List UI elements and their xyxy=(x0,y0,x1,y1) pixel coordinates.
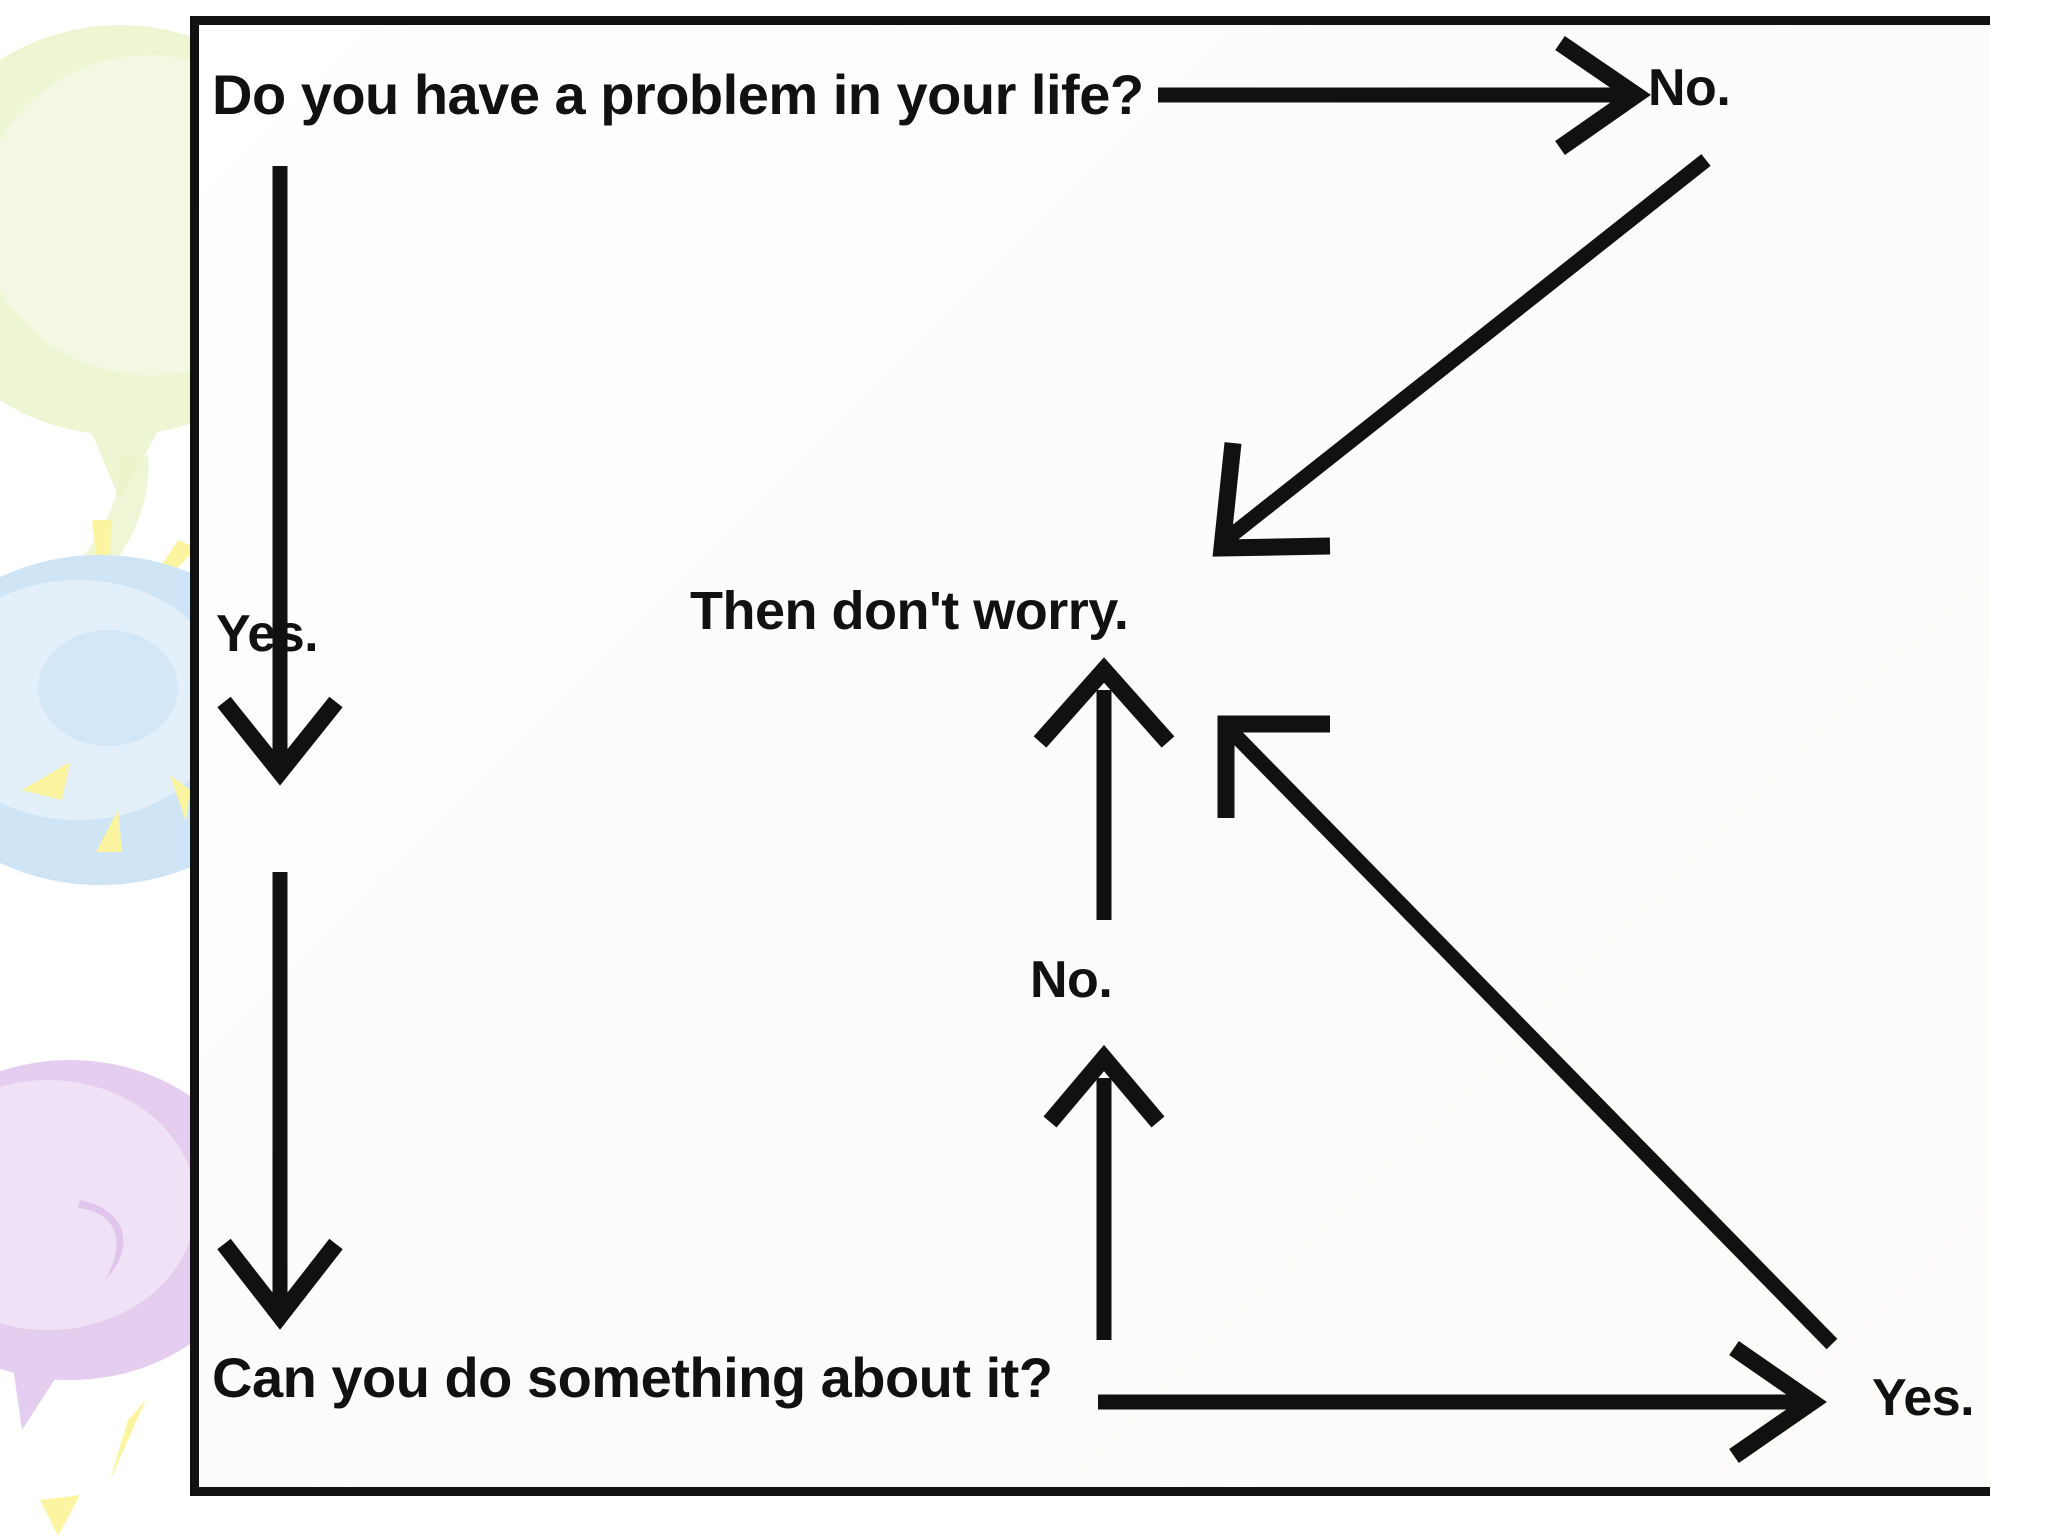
yellow-rays-bottom-icon xyxy=(40,1400,146,1536)
yellow-rays-middle-icon xyxy=(22,762,190,852)
node-question-something: Can you do something about it? xyxy=(212,1346,1053,1409)
node-answer-no-top: No. xyxy=(1648,59,1731,117)
node-answer-yes-bottom: Yes. xyxy=(1872,1369,1975,1427)
node-statement-dont-worry: Then don't worry. xyxy=(690,581,1129,641)
node-answer-no-middle: No. xyxy=(1030,951,1113,1009)
node-question-problem: Do you have a problem in your life? xyxy=(212,63,1144,126)
node-answer-yes-left: Yes. xyxy=(216,605,319,663)
yellow-rays-top-icon xyxy=(92,520,196,640)
flowchart-panel xyxy=(190,16,1990,1496)
